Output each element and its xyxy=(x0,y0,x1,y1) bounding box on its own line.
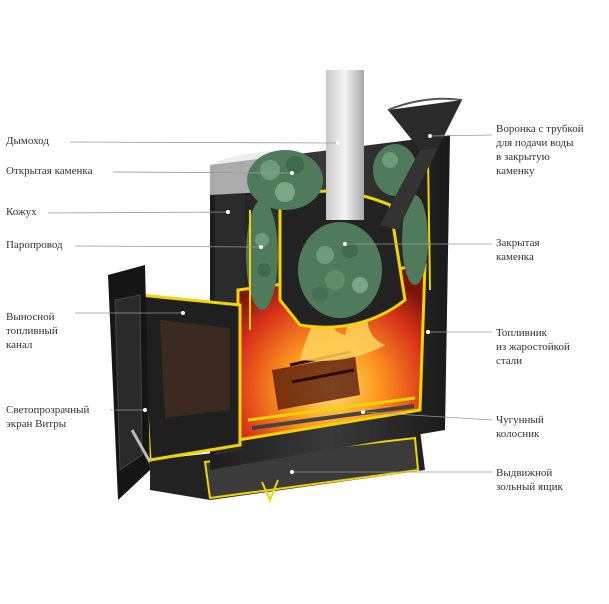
label-remote-fuel-channel: Выносной топливный канал xyxy=(6,311,58,351)
closed-heater xyxy=(278,189,407,329)
label-steam-line: Паропровод xyxy=(6,239,63,251)
label-grate: Чугунный колосник xyxy=(496,414,544,440)
label-funnel: Воронка с трубкой для подачи воды в закр… xyxy=(496,123,584,177)
chimney-pipe xyxy=(326,70,364,220)
remote-fuel-channel xyxy=(138,293,242,462)
leader-lines xyxy=(47,134,493,474)
label-chimney: Дымоход xyxy=(6,135,49,147)
label-open-heater: Открытая каменка xyxy=(6,165,93,177)
label-ash-drawer: Выдвижной зольный ящик xyxy=(496,467,563,493)
label-firebox: Топливник из жаростойкой стали xyxy=(496,327,570,367)
label-vitra-screen: Светопрозрачный экран Витры xyxy=(6,404,90,430)
water-funnel xyxy=(380,97,463,230)
open-heater xyxy=(246,144,431,330)
label-casing: Кожух xyxy=(6,206,37,218)
vitra-door xyxy=(108,265,152,500)
label-closed-heater: Закрытая каменка xyxy=(496,237,540,263)
cast-iron-grate xyxy=(247,396,416,430)
